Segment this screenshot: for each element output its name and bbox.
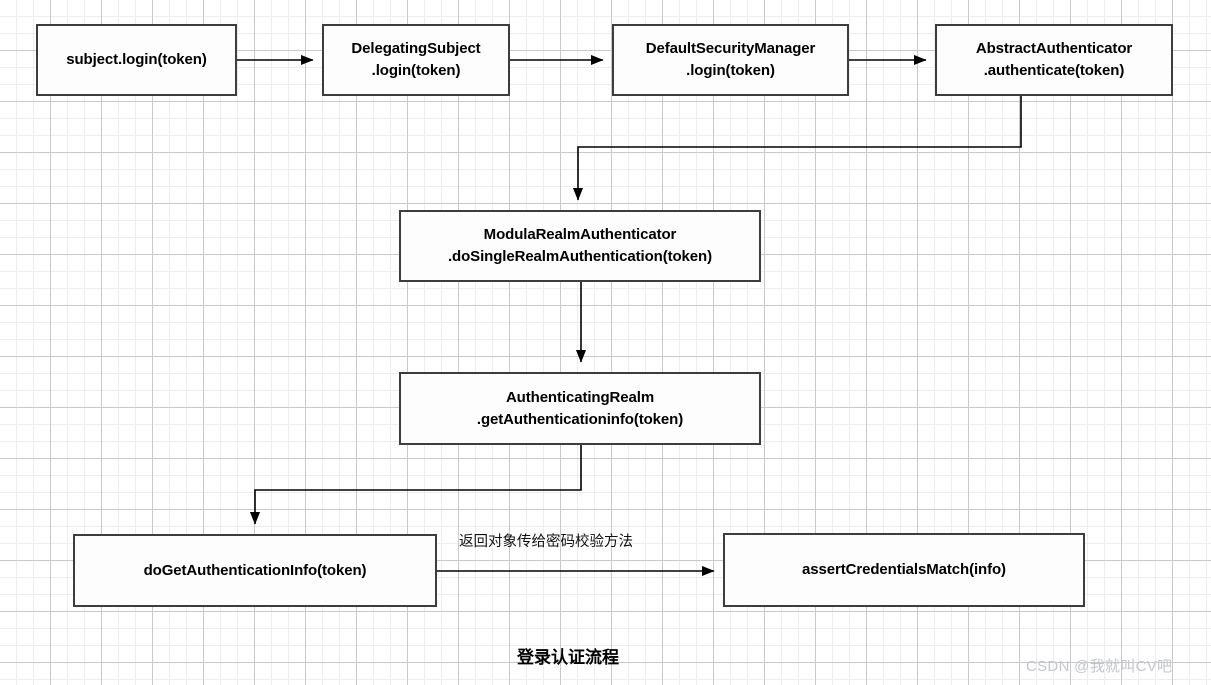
edge-authenticatingrealm-to-dogetauthinfo bbox=[249, 445, 582, 525]
edge-label-return-object: 返回对象传给密码校验方法 bbox=[459, 534, 633, 550]
node-do-get-authentication-info[interactable]: doGetAuthenticationInfo(token) bbox=[73, 534, 437, 607]
node-authenticating-realm[interactable]: AuthenticatingRealm .getAuthenticationin… bbox=[399, 372, 761, 445]
edge-abstractauth-to-modularealm bbox=[572, 96, 1022, 201]
node-default-security-manager[interactable]: DefaultSecurityManager .login(token) bbox=[612, 24, 849, 96]
node-subject-login[interactable]: subject.login(token) bbox=[36, 24, 237, 96]
node-delegating-subject[interactable]: DelegatingSubject .login(token) bbox=[322, 24, 510, 96]
csdn-watermark: CSDN @我就叫CV吧 bbox=[1026, 658, 1173, 675]
diagram-title: 登录认证流程 bbox=[517, 648, 619, 667]
node-abstract-authenticator[interactable]: AbstractAuthenticator .authenticate(toke… bbox=[935, 24, 1173, 96]
node-assert-credentials-match[interactable]: assertCredentialsMatch(info) bbox=[723, 533, 1085, 607]
node-modula-realm-authenticator[interactable]: ModulaRealmAuthenticator .doSingleRealmA… bbox=[399, 210, 761, 282]
